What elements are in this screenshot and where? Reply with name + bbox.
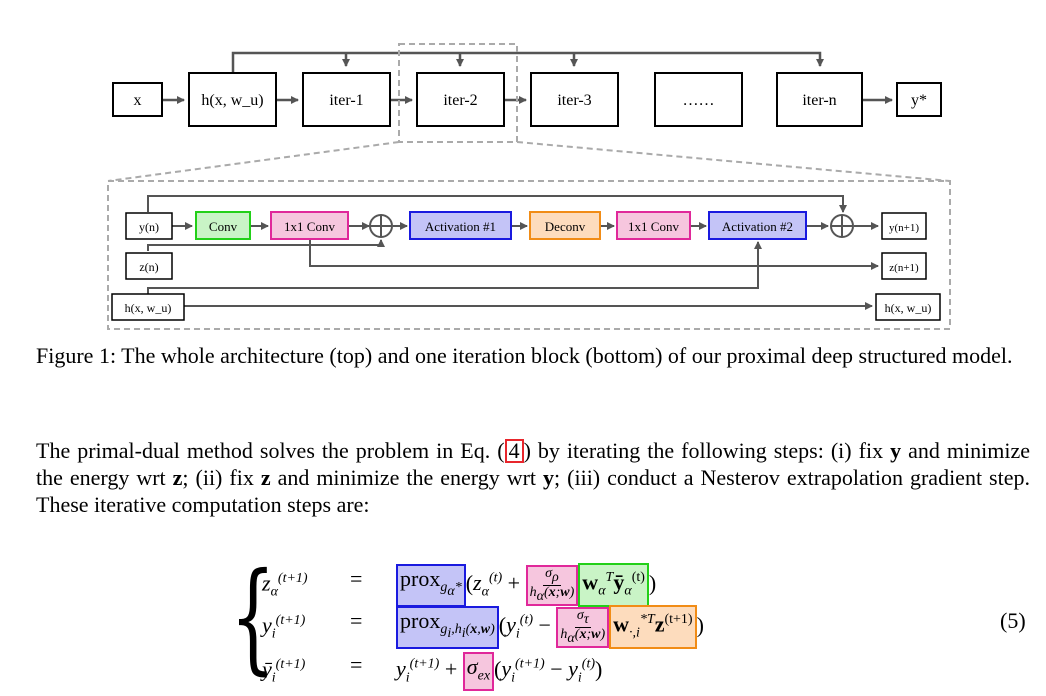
prox-z-box: proxgα* (396, 563, 466, 607)
svg-text:iter-1: iter-1 (329, 92, 363, 109)
top-node-ellipsis: …… (654, 72, 743, 127)
svg-text:h(x, w_u): h(x, w_u) (125, 301, 172, 315)
svg-text:y*: y* (911, 92, 927, 109)
block-input-h: h(x, w_u) (111, 293, 185, 321)
block-input-z: z(n) (125, 252, 173, 280)
top-node-iter-n: iter-n (776, 72, 863, 127)
para-text-5: and minimize the energy wrt (270, 465, 544, 490)
equation-number: (5) (1000, 608, 1026, 633)
svg-text:iter-2: iter-2 (443, 92, 477, 109)
para-text-4: ; (ii) fix (182, 465, 261, 490)
para-text-1: The primal-dual method solves the proble… (36, 438, 498, 463)
svg-text:Deconv: Deconv (545, 219, 586, 234)
svg-text:x: x (134, 92, 142, 109)
block-output-z: z(n+1) (881, 252, 927, 280)
svg-text:Activation #1: Activation #1 (425, 219, 496, 234)
svg-text:Activation #2: Activation #2 (722, 219, 793, 234)
sigma-ex-box: σex (462, 651, 495, 691)
w-alpha-box: wαTȳα(t) (578, 563, 649, 608)
block-input-y: y(n) (125, 212, 173, 240)
svg-text:1x1 Conv: 1x1 Conv (628, 219, 679, 234)
top-node-iter-2: iter-2 (416, 72, 505, 127)
svg-text:iter-3: iter-3 (557, 92, 591, 109)
zoom-indicator (107, 43, 951, 330)
var-y: y (890, 438, 902, 463)
para-text-3: and minimize the energy wrt (36, 438, 1030, 490)
op-activation-1: Activation #1 (409, 211, 512, 240)
op-deconv: Deconv (529, 211, 601, 240)
op-1x1-conv-2: 1x1 Conv (616, 211, 691, 240)
svg-text:h(x, w_u): h(x, w_u) (885, 301, 932, 315)
svg-text:z(n+1): z(n+1) (889, 262, 919, 274)
para-text-6: ; (iii) conduct a Nesterov extrapolation… (36, 465, 1030, 517)
svg-text:y(n): y(n) (139, 220, 159, 234)
svg-text:iter-n: iter-n (802, 92, 836, 109)
body-paragraph: The primal-dual method solves the proble… (36, 438, 1030, 517)
var-z-2: z (260, 465, 271, 490)
top-node-h: h(x, w_u) (188, 72, 277, 127)
svg-text:1x1 Conv: 1x1 Conv (284, 219, 335, 234)
sum-node-2 (830, 214, 854, 238)
svg-text:y(n+1): y(n+1) (889, 222, 919, 234)
top-node-x: x (112, 82, 163, 117)
var-z: z (172, 465, 183, 490)
sum-node-1 (369, 214, 393, 238)
svg-text:Conv: Conv (209, 219, 238, 234)
var-y-2: y (543, 465, 555, 490)
architecture-figure: x h(x, w_u) iter-1 iter-2 iter-3 …… iter… (107, 43, 951, 330)
para-text-2: by iterating the following steps: (i) fi… (530, 438, 891, 463)
svg-text:z(n): z(n) (139, 260, 158, 274)
op-conv: Conv (195, 211, 251, 240)
block-output-h: h(x, w_u) (875, 293, 941, 321)
top-node-y-star: y* (896, 82, 942, 117)
svg-text:h(x, w_u): h(x, w_u) (201, 92, 263, 109)
op-1x1-conv-1: 1x1 Conv (270, 211, 349, 240)
equation-reference-link[interactable]: 4 (504, 439, 524, 463)
svg-text:……: …… (683, 92, 715, 109)
equation-brace: { (230, 548, 276, 687)
top-node-iter-1: iter-1 (302, 72, 391, 127)
block-output-y: y(n+1) (881, 212, 927, 240)
figure-caption: Figure 1: The whole architecture (top) a… (36, 343, 1013, 368)
op-activation-2: Activation #2 (708, 211, 807, 240)
w-star-box: w·,i*Tz(t+1) (609, 605, 697, 650)
prox-y-box: proxgi,hi(x,w) (396, 605, 499, 649)
top-node-iter-3: iter-3 (530, 72, 619, 127)
